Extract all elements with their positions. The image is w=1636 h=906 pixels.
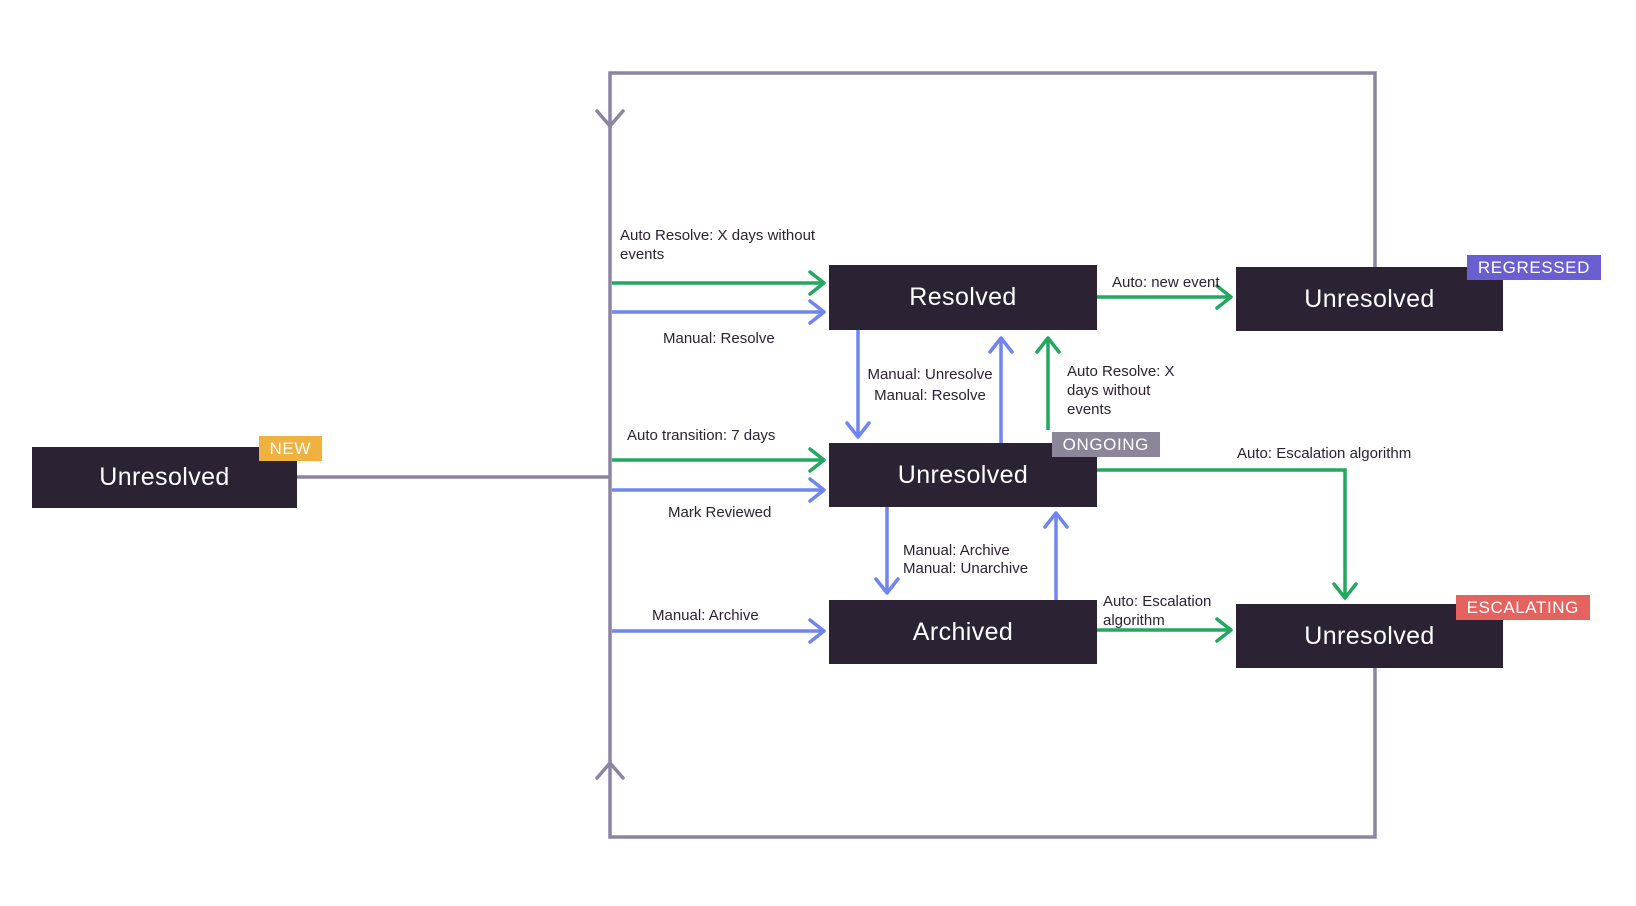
archived-node-label: Archived — [912, 617, 1014, 646]
regressed-status-badge: REGRESSED — [1466, 255, 1601, 280]
edge-label-manual-archive-start: Manual: Archive — [652, 607, 759, 624]
loop-up-arrowhead-icon — [595, 760, 625, 780]
edge-label-manual-resolve-up: Manual: Resolve — [874, 387, 986, 404]
resolved-node-label: Resolved — [909, 283, 1017, 311]
node-unresolved-ongoing: Unresolved ONGOING — [829, 432, 1160, 507]
ongoing-status-badge: ONGOING — [1051, 432, 1160, 457]
loop-down-arrowhead-icon — [595, 109, 625, 129]
edge-label-auto-transition: Auto transition: 7 days — [627, 427, 776, 444]
edge-label-manual-archive: Manual: Archive — [903, 542, 1010, 559]
node-unresolved-escalating: Unresolved ESCALATING — [1236, 595, 1590, 668]
edge-label-manual-unresolve: Manual: Unresolve — [867, 366, 993, 383]
edge-label-manual-unarchive: Manual: Unarchive — [903, 560, 1029, 577]
unresolved-new-node-label: Unresolved — [99, 463, 230, 491]
edge-label-auto-resolve-up: Auto Resolve: X days without events — [1067, 363, 1175, 418]
edge-auto-escalation-from-ongoing — [1097, 468, 1358, 600]
edge-label-mark-reviewed: Mark Reviewed — [668, 504, 772, 521]
escalating-status-badge: ESCALATING — [1455, 595, 1590, 620]
unresolved-regressed-node-label: Unresolved — [1304, 284, 1435, 313]
unresolved-ongoing-node-label: Unresolved — [897, 460, 1029, 489]
edge-label-auto-escalation-from-ongoing: Auto: Escalation algorithm — [1237, 445, 1412, 462]
node-archived: Archived — [829, 600, 1097, 664]
edge-label-auto-new-event: Auto: new event — [1112, 274, 1220, 291]
edge-label-manual-resolve-to-resolved: Manual: Resolve — [663, 330, 775, 347]
edge-label-auto-escalation-from-archived: Auto: Escalation algorithm — [1103, 593, 1212, 629]
node-unresolved-regressed: Unresolved REGRESSED — [1236, 255, 1601, 331]
edge-label-auto-resolve-to-resolved: Auto Resolve: X days without events — [620, 227, 816, 263]
loop-edge — [608, 71, 1377, 839]
edge-label-stack-resolve: Manual: Unresolve Manual: Resolve — [855, 364, 1005, 406]
node-unresolved-new: Unresolved NEW — [32, 436, 322, 508]
new-status-badge: NEW — [258, 436, 322, 461]
node-resolved: Resolved — [829, 265, 1097, 330]
edge-label-stack-archive: Manual: Archive Manual: Unarchive — [903, 542, 1028, 578]
unresolved-escalating-node-label: Unresolved — [1304, 621, 1435, 650]
